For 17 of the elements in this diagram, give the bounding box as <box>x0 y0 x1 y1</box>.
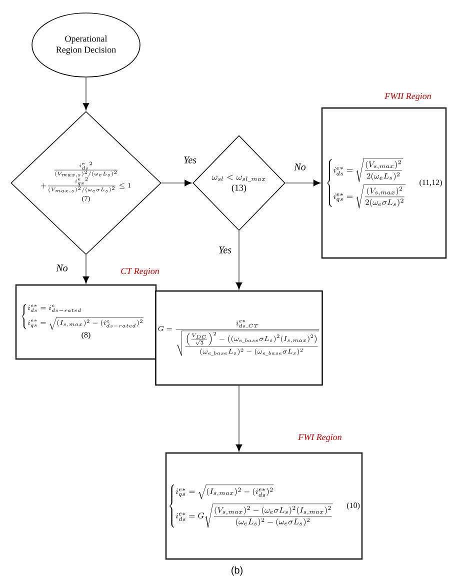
arrow <box>82 254 90 284</box>
arrow <box>236 230 242 290</box>
formula-box: $G = \dfrac{i^{e*}_{ds\_CT}}{\sqrt{\dfrac{\left(\frac{V_{DC}}{\sqrt{3}}\right)^{2}-\left((\omega_{e\_base}\sigma L_{s})^{2}(I_{s,max})^{2}\right)}{(\omega_{e\_base} L_{s})^{2}-(\omega_{e\_base}\sigma L_{s})^{2}}}}$ <box>155 290 323 386</box>
region-label: FWII Region <box>384 93 431 101</box>
edge-label: No <box>56 264 68 272</box>
formula-box: $\begin{cases} i^{e*}_{ds} = \sqrt{\dfrac{(V_{s,max})^{2}}{2(\omega_{e} L_{s})^{2}}} \\[8pt] i^{e*}_{qs} = \sqrt{\dfrac{(V_{s,max})^{2}}{2(\omega_{e}\sigma L_{s})^{2}}} \end{cases}$ (11,12) <box>321 107 447 259</box>
formula-box: $\begin{cases} i^{e*}_{qs} = \sqrt{(I_{s,max})^{2}-(i^{e*}_{ds})^{2}} \\[6pt] i^{e*}_{ds} = G\sqrt{\dfrac{(V_{s,max})^{2}-(\omega_{e}\sigma L_{s})^{2}(I_{s,max})^{2}}{(\omega_{e} L_{s})^{2}-(\omega_{e}\sigma L_{s})^{2}}} \end{cases}$ (10) <box>165 452 363 560</box>
edge-label: Yes <box>219 246 232 254</box>
region-label: FWI Region <box>298 434 342 442</box>
arrow <box>161 180 192 186</box>
arrow <box>236 385 242 452</box>
arrow <box>285 180 320 186</box>
edge-label: No <box>294 164 306 170</box>
caption: (b) <box>232 566 242 576</box>
formula-box: $\begin{cases} i^{e*}_{ds} = i^{e}_{ds-rated} \\[4pt] i^{e*}_{qs} = \sqrt{(I_{s,max})^{2}-(i^{e}_{ds-rated})^{2}} \end{cases}$ (8) <box>15 284 157 360</box>
region-label: CT Region <box>121 268 159 276</box>
arrow <box>82 77 90 110</box>
